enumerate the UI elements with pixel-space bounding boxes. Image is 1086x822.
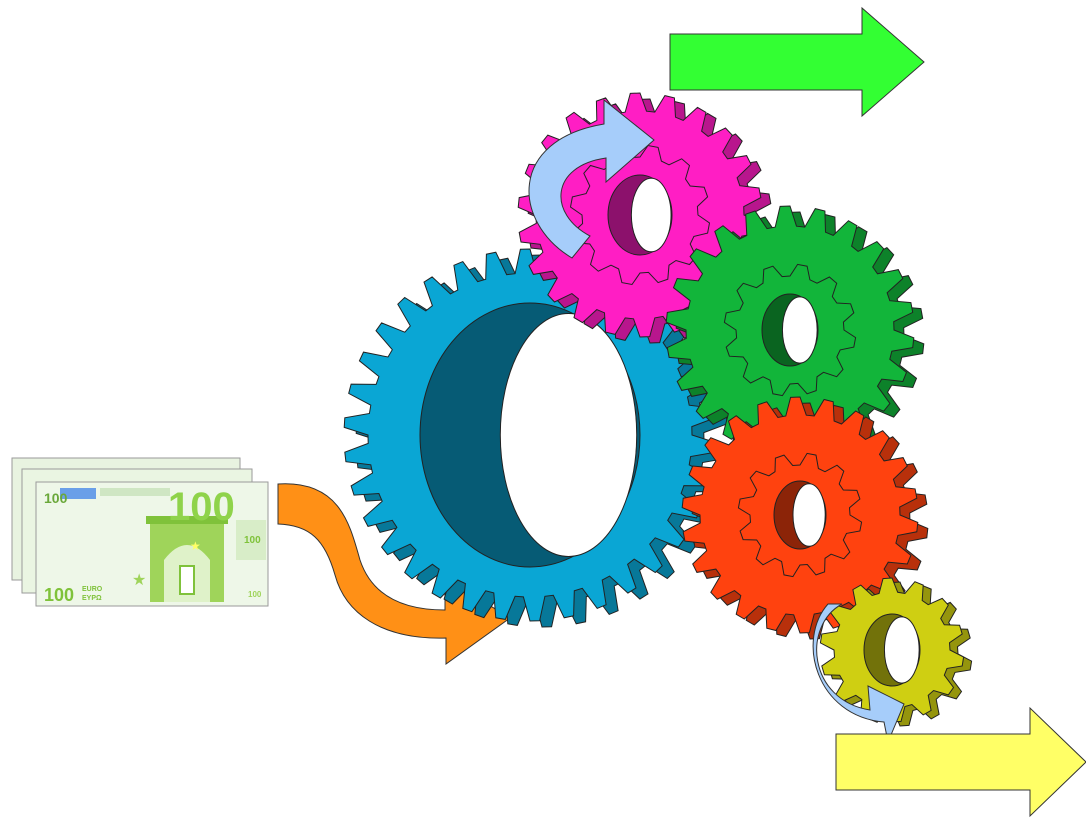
gears-group <box>343 92 973 727</box>
green-output-arrow-icon <box>669 6 925 118</box>
svg-text:★: ★ <box>132 572 146 589</box>
banknote-denomination-corner: 100 <box>248 590 262 599</box>
banknote-currency-label: EURO <box>82 586 103 593</box>
gear-icon <box>343 248 729 628</box>
euro-banknote-icon: ★ ★ 100 100 100 EURO ΕΥΡΩ 100 100 <box>11 457 269 607</box>
rotation-arrow-icon <box>812 603 905 744</box>
banknote-currency-label-greek: ΕΥΡΩ <box>82 595 102 602</box>
svg-text:★: ★ <box>190 539 201 553</box>
banknote-denomination-small: 100 <box>44 490 68 506</box>
banknote-denomination-side: 100 <box>244 535 261 546</box>
gear-icon <box>819 577 973 727</box>
banknote-denomination-large: 100 <box>168 485 235 529</box>
banknote-denomination-bottom: 100 <box>44 585 74 605</box>
yellow-output-arrow-icon <box>835 706 1086 818</box>
gear-icon <box>665 205 925 461</box>
gear-icon <box>681 396 929 640</box>
rotation-arrow-icon <box>528 98 655 259</box>
